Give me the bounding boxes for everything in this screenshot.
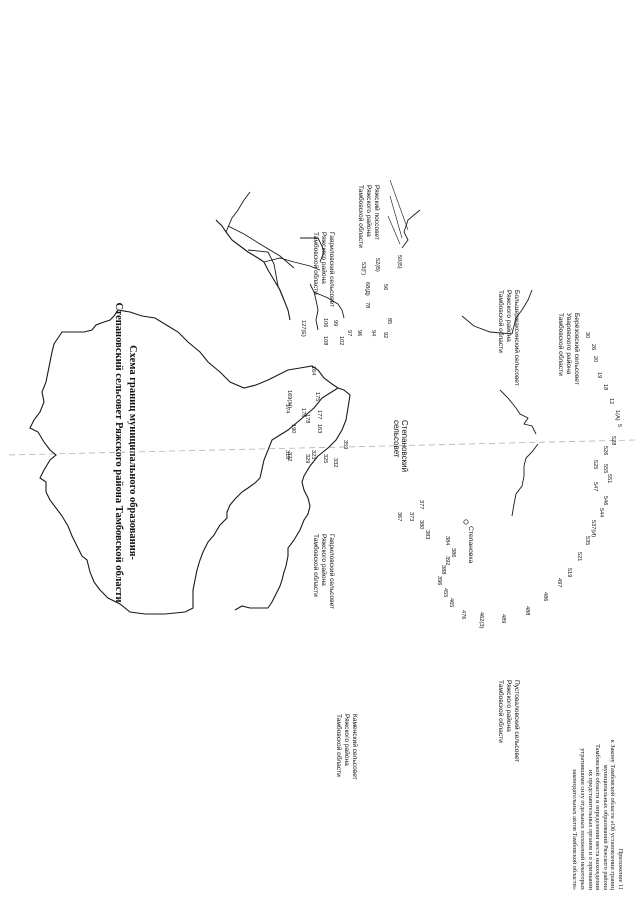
boundary-point-label: 1(А) bbox=[614, 410, 620, 421]
boundary-point-label: 359 bbox=[342, 440, 348, 450]
boundary-point-label: 175 bbox=[314, 392, 320, 402]
boundary-point-label: 497 bbox=[556, 578, 562, 588]
boundary-point-label: 383 bbox=[424, 530, 430, 540]
boundary-point-label: 380 bbox=[418, 520, 424, 530]
boundary-point-label: 547 bbox=[592, 482, 598, 492]
boundary-point-label: 190 bbox=[290, 424, 296, 434]
boundary-point-label: 19 bbox=[596, 372, 602, 379]
boundary-point-label: 476 bbox=[460, 610, 466, 620]
boundary-point-label: 97 bbox=[346, 330, 352, 337]
boundary-point-label: 462(З) bbox=[478, 612, 484, 629]
boundary-point-label: 102 bbox=[338, 336, 344, 346]
boundary-point-label: 525 bbox=[592, 460, 598, 470]
boundary-point-label: 108 bbox=[322, 336, 328, 346]
boundary-point-label: 322 bbox=[286, 452, 292, 462]
boundary-point-label: 5 bbox=[616, 424, 622, 428]
boundary-point-label: 96 bbox=[356, 330, 362, 337]
boundary-point-label: 106 bbox=[322, 318, 328, 328]
boundary-point-label: 388 bbox=[440, 565, 446, 575]
boundary-point-label: 92 bbox=[382, 332, 388, 339]
boundary-point-label: 18 bbox=[602, 384, 608, 391]
village-label: Степановка bbox=[467, 526, 474, 564]
boundary-point-label: 163 bbox=[316, 424, 322, 434]
boundary-point-label: 50(Б) bbox=[396, 255, 402, 269]
boundary-point-label: 20 bbox=[592, 356, 598, 363]
boundary-point-label: 551 bbox=[606, 474, 612, 484]
boundary-point-label: 177 bbox=[316, 410, 322, 420]
boundary-point-label: 373 bbox=[408, 512, 414, 522]
boundary-point-label: 377 bbox=[418, 500, 424, 510]
boundary-point-label: 329 bbox=[304, 454, 310, 464]
boundary-point-label: 367 bbox=[396, 512, 402, 522]
boundary-point-label: 555 bbox=[602, 464, 608, 474]
boundary-point-label: 386 bbox=[450, 548, 456, 558]
boundary-point-label: 465 bbox=[448, 598, 454, 608]
boundary-point-label: 52(В) bbox=[374, 258, 380, 272]
boundary-point-label: 78 bbox=[364, 302, 370, 309]
boundary-point-label: 332 bbox=[332, 458, 338, 468]
boundary-point-label: 68(Д) bbox=[364, 282, 370, 296]
boundary-point-label: 174 bbox=[284, 404, 290, 414]
boundary-point-label: 26 bbox=[590, 344, 596, 351]
boundary-point-label: 325 bbox=[322, 454, 328, 464]
boundary-point-label: 519 bbox=[566, 568, 572, 578]
boundary-point-label: 30 bbox=[584, 332, 590, 339]
boundary-point-label: 535 bbox=[584, 536, 590, 546]
boundary-point-label: 53(Г) bbox=[360, 262, 366, 275]
boundary-point-label: 455 bbox=[442, 588, 448, 598]
boundary-point-label: 12 bbox=[608, 398, 614, 405]
boundary-point-label: 127(Е) bbox=[300, 320, 306, 337]
boundary-point-label: 56 bbox=[382, 284, 388, 291]
boundary-point-label: 537(И) bbox=[590, 520, 596, 538]
boundary-point-label: 544 bbox=[598, 508, 604, 518]
settlement-boundary bbox=[29, 309, 351, 615]
boundary-point-label: 384 bbox=[444, 536, 450, 546]
boundary-point-label: 489 bbox=[500, 614, 506, 624]
boundary-point-label: 85 bbox=[386, 318, 392, 325]
boundary-point-label: 392 bbox=[444, 556, 450, 566]
boundary-point-label: 99 bbox=[332, 320, 338, 327]
boundary-point-label: 396 bbox=[436, 576, 442, 586]
boundary-point-label: 521 bbox=[576, 552, 582, 562]
boundary-point-label: 178 bbox=[304, 414, 310, 424]
boundary-point-label: 526 bbox=[602, 446, 608, 456]
boundary-point-label: 546 bbox=[602, 496, 608, 506]
boundary-point-label: 94 bbox=[370, 330, 376, 337]
boundary-point-label: 164 bbox=[310, 366, 316, 376]
boundary-point-label: 488 bbox=[524, 606, 530, 616]
boundary-point-label: 486 bbox=[542, 592, 548, 602]
boundary-point-label: 528 bbox=[610, 436, 616, 446]
boundary-point-label: 323 bbox=[310, 450, 316, 460]
